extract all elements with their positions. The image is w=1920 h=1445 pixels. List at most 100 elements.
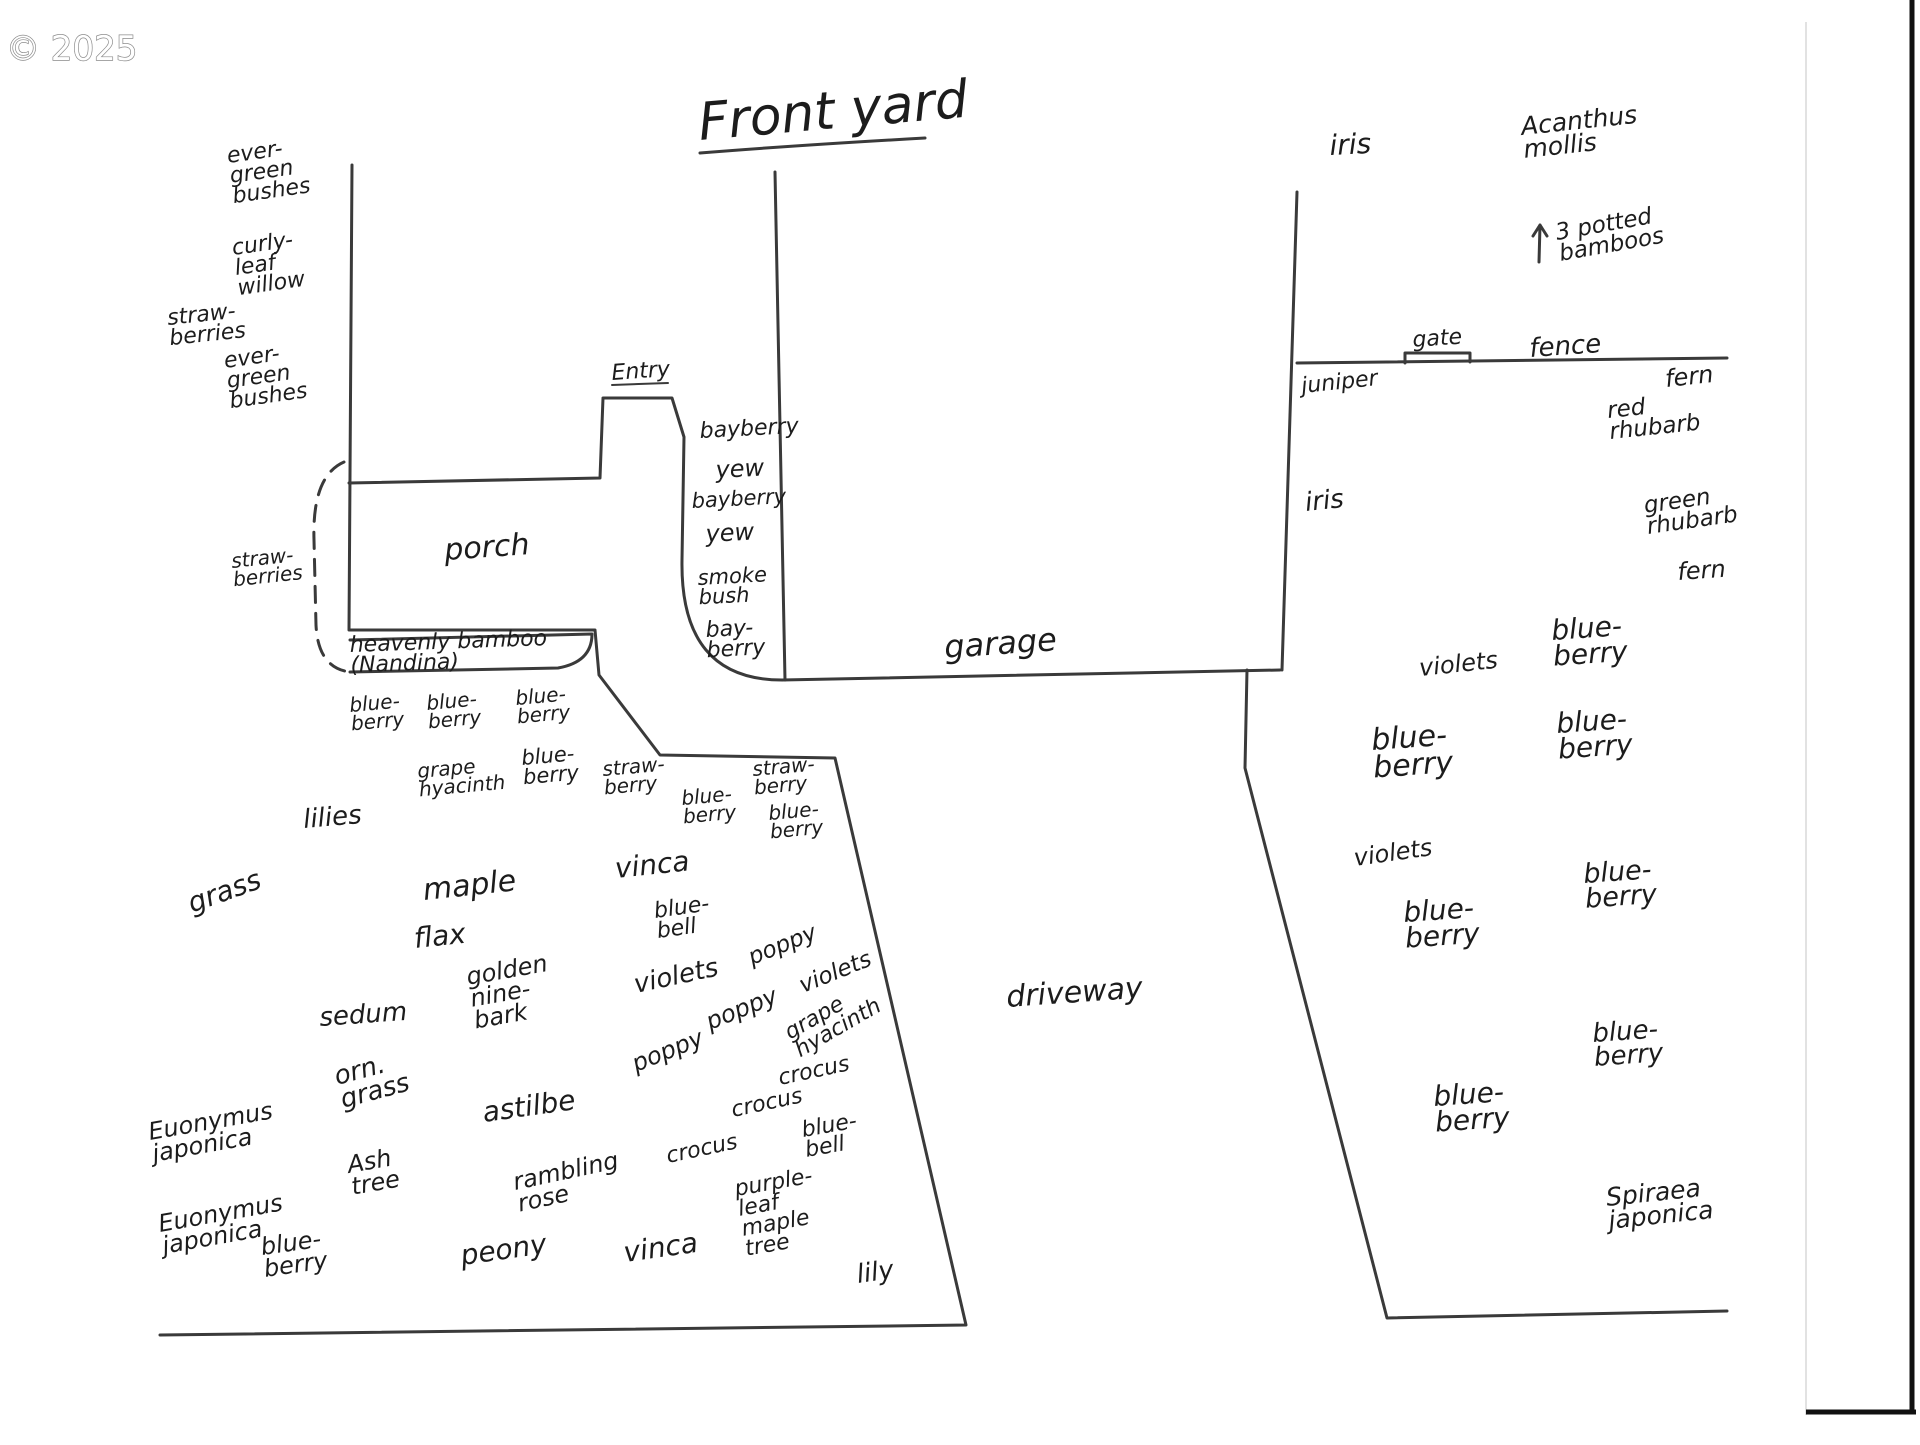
plant-label-blueberry: blue-berry — [1402, 891, 1481, 955]
label-line: yew — [714, 453, 765, 484]
driveway-east-edge — [1243, 668, 1729, 1320]
plant-label-lilies: lilies — [302, 800, 363, 835]
label-line: berry — [706, 635, 767, 663]
label-line: berry — [350, 707, 406, 736]
label-line: garage — [943, 620, 1058, 666]
label-line: berry — [1584, 879, 1659, 915]
label-line: blue- — [1591, 1014, 1659, 1049]
label-line: berry — [1593, 1038, 1665, 1073]
plant-label-blueberry: blue-berry — [1370, 717, 1455, 785]
label-line: fern — [1664, 360, 1715, 393]
label-line: bayberry — [699, 414, 800, 444]
copyright-watermark: © 2025 — [6, 29, 137, 69]
plant-label-blueberry: blue-berry — [514, 681, 572, 728]
plant-label-blueberry: blue-berry — [348, 688, 406, 735]
plant-label-blueberry: blue-berry — [520, 741, 580, 789]
label-line: berry — [603, 771, 659, 800]
title-underline — [698, 136, 927, 155]
plant-label-vinca: vinca — [613, 844, 691, 885]
label-line: blue- — [1432, 1075, 1505, 1113]
plant-label-strawberry: straw-berry — [601, 752, 667, 800]
label-line: iris — [1329, 127, 1372, 162]
plant-label-smokebush: smokebush — [697, 562, 769, 609]
garage-label: garage — [943, 620, 1058, 666]
plant-label-yew: yew — [704, 517, 755, 548]
porch-outline — [347, 396, 1282, 682]
plant-label-blueberry: blue-berry — [259, 1224, 330, 1283]
label-line: bell — [655, 914, 698, 944]
label-line: smoke — [697, 562, 767, 590]
strawberry-path-dashed — [312, 460, 352, 674]
label-line: yew — [704, 517, 755, 548]
fence-line — [1295, 356, 1729, 365]
label-line: berry — [1552, 635, 1629, 673]
label-line: sedum — [318, 997, 408, 1033]
plant-label-fern: fern — [1664, 360, 1715, 393]
scan-margin — [1808, 0, 1920, 1440]
label-line: blue- — [1370, 718, 1448, 758]
label-line: berry — [427, 705, 483, 734]
plant-label-blueberry: blue-berry — [1555, 702, 1634, 766]
plant-label-bayberry: bayberry — [699, 414, 800, 444]
plant-label-lily: lily — [855, 1255, 896, 1290]
label-line: leaf — [233, 250, 280, 281]
label-line: lily — [855, 1255, 896, 1290]
plant-label-bayberry: bayberry — [691, 484, 787, 513]
label-line: berry — [769, 815, 825, 844]
label-line: berry — [1434, 1101, 1511, 1139]
entry-underline — [611, 382, 669, 386]
entry-label: Entry — [611, 357, 672, 386]
fence-label: fence — [1528, 329, 1602, 364]
label-line: blue- — [348, 689, 400, 717]
label-line: blue- — [514, 682, 566, 710]
label-line: berry — [753, 771, 809, 800]
label-line: blue- — [767, 797, 819, 825]
plant-label-iris: iris — [1329, 127, 1372, 162]
label-line: Entry — [611, 357, 672, 386]
plant-label-yew: yew — [714, 453, 765, 484]
garage-wall — [773, 170, 787, 682]
label-line: blue- — [425, 687, 477, 715]
label-line: berry — [1372, 745, 1455, 786]
label-line: blue- — [1555, 702, 1628, 740]
label-line: berry — [1404, 917, 1481, 955]
label-line: bush — [698, 583, 750, 610]
plant-label-blueberry: blue-berry — [1582, 854, 1659, 915]
label-line: bay- — [705, 616, 754, 643]
label-line: grape — [416, 754, 476, 783]
label-line: berry — [1557, 728, 1634, 766]
label-line: lilies — [302, 800, 363, 835]
plant-label-iris: iris — [1304, 484, 1346, 518]
label-line: berry — [682, 800, 738, 829]
plant-label-bayberry: bay-berry — [705, 615, 767, 663]
label-line: (Nandina) — [350, 649, 459, 678]
plant-label-strawberries: straw-berries — [230, 542, 304, 591]
label-line: porch — [442, 527, 530, 568]
porch-label: porch — [442, 527, 530, 568]
plant-label-blueberry: blue-berry — [767, 796, 825, 843]
bamboo-arrow — [1531, 223, 1549, 264]
label-line: vinca — [613, 844, 691, 885]
label-line: blue- — [680, 782, 732, 810]
plant-label-blueberry: blue-berry — [680, 781, 738, 828]
label-line: iris — [1304, 484, 1346, 518]
plant-label-blueberry: blue-berry — [1432, 1075, 1511, 1139]
plant-label-strawberry: straw-berry — [751, 752, 817, 800]
label-line: berry — [516, 700, 572, 729]
label-line: gate — [1412, 325, 1463, 353]
gate-label: gate — [1412, 325, 1463, 353]
label-line: straw- — [601, 752, 665, 781]
plant-label-blueberry: blue-berry — [425, 686, 483, 733]
label-line: red — [1606, 394, 1647, 424]
label-line: blue- — [520, 741, 575, 770]
label-line: flax — [412, 917, 467, 955]
plant-label-redrhubarb: redrhubarb — [1606, 389, 1702, 445]
house-outline — [158, 163, 968, 1337]
plant-label-grapehyacinth: grapehyacinth — [416, 752, 506, 802]
plant-label-fern: fern — [1676, 555, 1726, 586]
label-line: straw- — [751, 752, 815, 781]
label-line: blue- — [1582, 854, 1652, 890]
